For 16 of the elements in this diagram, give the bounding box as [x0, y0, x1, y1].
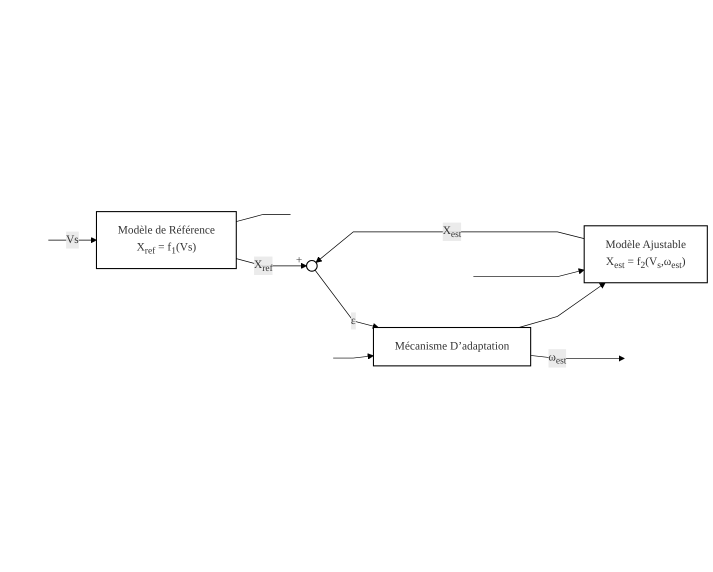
edge-label: ε	[350, 314, 356, 326]
node-box	[584, 224, 708, 283]
edge-label: X$_{ref}$	[254, 258, 273, 273]
edge-label: Vs	[66, 233, 79, 246]
sign-label: +	[296, 254, 302, 266]
arrow	[316, 231, 585, 262]
edge-label: X$_{est}$	[442, 224, 462, 239]
node-circle	[306, 260, 318, 272]
arrow	[473, 268, 584, 277]
arrow	[236, 258, 307, 269]
node-box	[372, 326, 532, 366]
arrow	[332, 352, 374, 360]
arrow	[314, 269, 379, 329]
node-box	[96, 210, 237, 269]
edge-label: ω$_{est}$	[548, 350, 566, 366]
arrow	[530, 354, 625, 362]
